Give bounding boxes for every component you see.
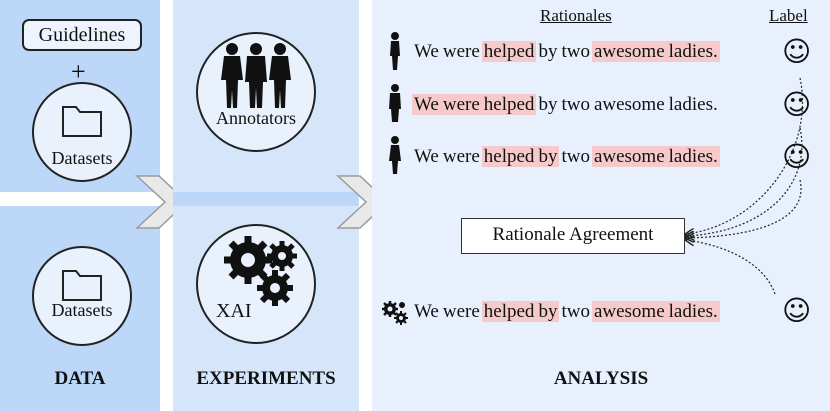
gears-icon [224, 236, 297, 306]
plus-sign: + [71, 57, 86, 86]
annotators-label: Annotators [216, 108, 296, 128]
word: were [442, 301, 480, 322]
word: awesome [591, 41, 667, 62]
word: were [442, 41, 480, 62]
word: awesome [593, 94, 665, 115]
smiley-icon: ☺ [782, 88, 812, 121]
xai-label: XAI [216, 300, 252, 322]
word: two [561, 41, 590, 62]
smiley-icon: ☺ [782, 35, 812, 68]
xai-circle: XAI [196, 224, 316, 344]
data-footer: DATA [54, 368, 106, 389]
word: ladies. [666, 301, 720, 322]
datasets-circle-top: Datasets [32, 82, 132, 182]
word: awesome [591, 146, 667, 167]
person-icon [389, 84, 401, 122]
word: by [536, 146, 560, 167]
word: ladies. [668, 94, 718, 115]
folder-icon [62, 106, 102, 137]
person-icon [389, 136, 401, 174]
word: two [561, 94, 590, 115]
word: by [536, 301, 560, 322]
smiley-icon: ☺ [782, 294, 812, 327]
word: helped [481, 94, 537, 115]
smiley-icon: ☺ [782, 140, 812, 173]
word: by [538, 94, 558, 115]
word: We [414, 301, 439, 322]
rationale-agreement-box: Rationale Agreement [461, 218, 685, 254]
word: helped [481, 41, 537, 62]
word: helped [481, 301, 537, 322]
folder-icon [62, 270, 102, 301]
word: ladies. [666, 41, 720, 62]
analysis-footer: ANALYSIS [553, 368, 649, 389]
label-header: Label [769, 6, 808, 25]
word: ladies. [666, 146, 720, 167]
datasets-label-bottom: Datasets [51, 300, 113, 320]
person-icon [390, 32, 400, 70]
word: were [442, 146, 480, 167]
guidelines-box: Guidelines [22, 19, 142, 51]
word: We [414, 41, 439, 62]
word: were [440, 94, 482, 115]
experiments-footer: EXPERIMENTS [196, 368, 336, 389]
annotators-silhouette-icon [221, 43, 291, 108]
word: We [412, 94, 441, 115]
word: two [561, 301, 590, 322]
gears-icon [382, 301, 408, 325]
word: We [414, 146, 439, 167]
datasets-label-top: Datasets [51, 148, 113, 168]
word: two [561, 146, 590, 167]
word: by [538, 41, 558, 62]
rationales-header: Rationales [540, 6, 612, 25]
annotators-circle: Annotators [196, 32, 316, 152]
word: helped [481, 146, 537, 167]
datasets-circle-bottom: Datasets [32, 246, 132, 346]
word: awesome [591, 301, 667, 322]
